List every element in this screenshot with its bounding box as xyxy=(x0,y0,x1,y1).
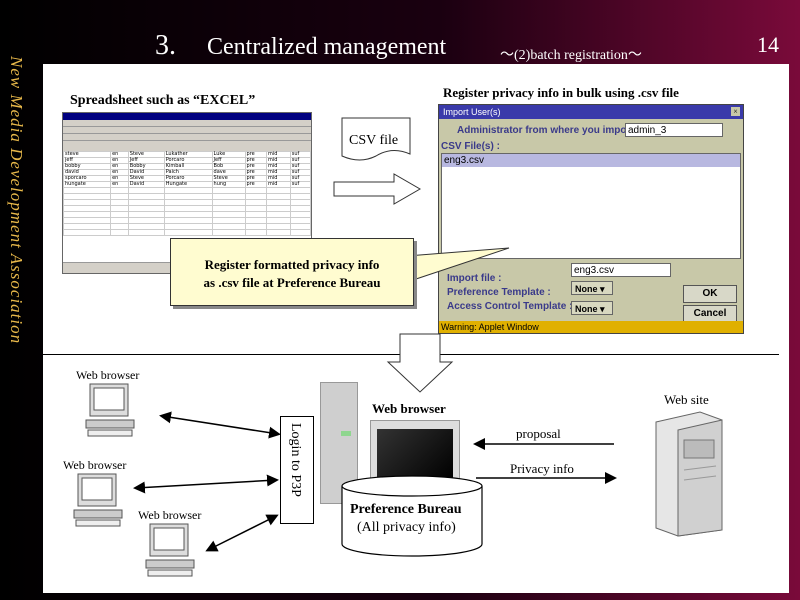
list-item[interactable]: eng3.csv xyxy=(442,154,740,167)
proposal-label: proposal xyxy=(516,426,561,441)
table-cell xyxy=(289,229,312,236)
csv-file-label: CSV file xyxy=(349,133,399,148)
import-users-dialog: Import User(s) × Administrator from wher… xyxy=(438,104,744,334)
excel-toolbar xyxy=(63,127,311,134)
database-icon xyxy=(341,475,483,557)
callout-box: Register formatted privacy info as .csv … xyxy=(170,238,414,306)
computer-icon xyxy=(85,383,135,437)
register-bulk-label: Register privacy info in bulk using .csv… xyxy=(443,85,679,100)
login-box: Login to P3P xyxy=(280,416,314,524)
table-cell xyxy=(211,229,246,236)
server-led xyxy=(341,431,351,436)
callout-line-2: as .csv file at Preference Bureau xyxy=(203,275,381,290)
website-label: Web site xyxy=(664,392,709,407)
page-number: 14 xyxy=(757,32,779,57)
callout-pointer xyxy=(406,247,510,283)
applet-warning: Warning: Applet Window xyxy=(439,321,743,333)
table-cell xyxy=(110,229,129,236)
table-cell xyxy=(127,229,165,236)
web-server-icon xyxy=(655,411,723,537)
select-value: None xyxy=(575,304,598,314)
excel-formula-bar xyxy=(63,134,311,141)
ok-button[interactable]: OK xyxy=(683,285,737,303)
login-label: Login to P3P xyxy=(288,423,303,497)
csv-file-list[interactable]: eng3.csv xyxy=(441,153,741,259)
computer-icon xyxy=(73,473,123,527)
table-cell xyxy=(244,229,267,236)
table-row xyxy=(62,229,312,236)
table-cell xyxy=(265,229,291,236)
spreadsheet-label: Spreadsheet such as “EXCEL” xyxy=(70,93,256,108)
page-subtitle: ～(2)batch registration～ xyxy=(500,48,642,63)
csv-file-icon xyxy=(341,117,411,161)
excel-titlebar xyxy=(63,113,311,120)
exchange-arrows xyxy=(473,438,617,484)
organization-name: New Media Development Association xyxy=(7,56,26,345)
table-cell xyxy=(62,229,112,236)
web-browser-label-2: Web browser xyxy=(63,458,127,472)
excel-toolbar xyxy=(63,120,311,127)
sidebar: New Media Development Association xyxy=(0,52,42,352)
preference-template-label: Preference Template : xyxy=(447,287,551,298)
import-file-label: Import file : xyxy=(447,273,502,284)
select-value: None xyxy=(575,284,598,294)
privacy-info-label: Privacy info xyxy=(510,461,574,476)
right-arrow-icon xyxy=(333,173,422,205)
admin-label: Administrator from where you import. : xyxy=(457,125,643,136)
web-browser-label-1: Web browser xyxy=(76,368,140,382)
table-cell xyxy=(163,229,213,236)
admin-field[interactable]: admin_3 xyxy=(625,123,723,137)
callout-line-1: Register formatted privacy info xyxy=(204,257,380,272)
monitor-screen xyxy=(377,429,453,479)
down-arrow-icon xyxy=(386,333,454,393)
connection-arrows xyxy=(133,411,281,552)
import-file-field[interactable]: eng3.csv xyxy=(571,263,671,277)
close-icon[interactable]: × xyxy=(731,107,740,116)
access-template-select[interactable]: None ▾ xyxy=(571,301,613,315)
csv-files-label: CSV File(s) : xyxy=(441,141,500,152)
web-browser-label-3: Web browser xyxy=(138,508,202,522)
computer-icon xyxy=(145,523,195,577)
section-number: 3. xyxy=(155,30,176,61)
preference-bureau-label: Preference Bureau xyxy=(350,502,462,517)
server-browser-label: Web browser xyxy=(372,401,446,416)
access-template-label: Access Control Template : xyxy=(447,301,573,312)
dialog-title: Import User(s) xyxy=(439,105,743,119)
privacy-info-all-label: (All privacy info) xyxy=(357,520,456,535)
page-title: Centralized management xyxy=(207,34,447,60)
preference-template-select[interactable]: None ▾ xyxy=(571,281,613,295)
